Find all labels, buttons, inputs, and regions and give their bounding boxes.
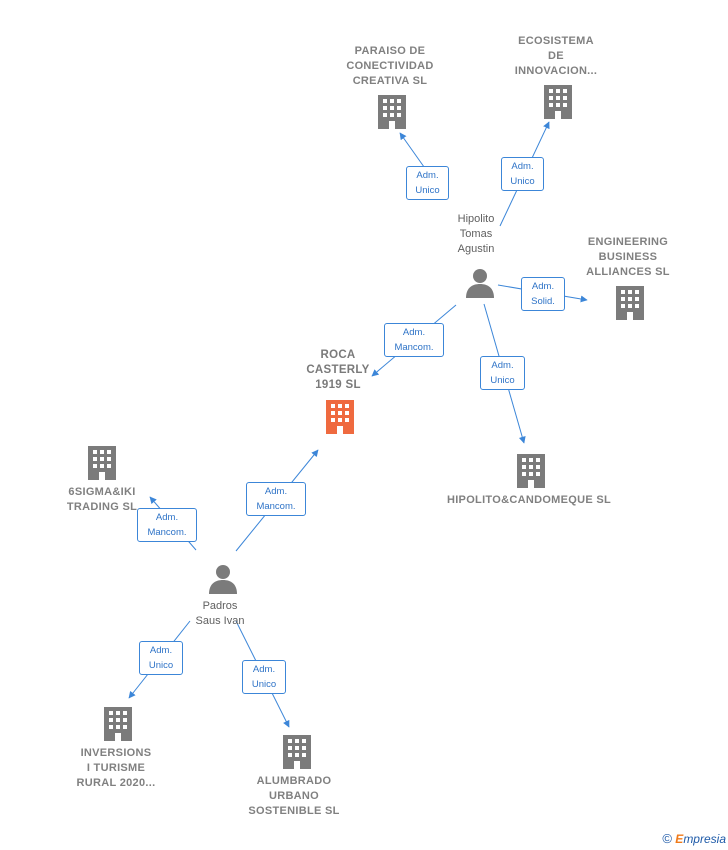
node-label-hipolito-candomeque: HIPOLITO&CANDOMEQUE SL	[446, 494, 612, 506]
building-icon	[544, 85, 572, 119]
edge-label-hip-ecosistema[interactable]: Adm. Unico	[501, 157, 544, 191]
building-icon	[378, 95, 406, 129]
person-label-padros: Padros Saus Ivan	[195, 600, 245, 627]
brand-name: mpresia	[683, 832, 726, 846]
empresia-watermark: © Empresia	[662, 831, 726, 846]
edge-label-hip-roca[interactable]: Adm. Mancom.	[384, 323, 444, 357]
node-label-engineering: ENGINEERING BUSINESS ALLIANCES SL	[586, 236, 670, 278]
person-icon	[209, 565, 237, 594]
node-label-inversions: INVERSIONS I TURISME RURAL 2020...	[76, 747, 156, 789]
building-icon	[88, 446, 116, 480]
building-icon	[104, 707, 132, 741]
node-label-ecosistema: ECOSISTEMA DE INNOVACION...	[514, 35, 598, 77]
building-icon	[283, 735, 311, 769]
building-icon	[616, 286, 644, 320]
brand-initial: E	[675, 832, 684, 846]
edge-label-pad-alumbrado[interactable]: Adm. Unico	[242, 660, 286, 694]
person-label-hipolito: Hipolito Tomas Agustin	[457, 213, 495, 255]
building-icon	[326, 400, 354, 434]
edge-label-pad-inversions[interactable]: Adm. Unico	[139, 641, 183, 675]
copyright-symbol: ©	[662, 831, 672, 846]
edge-label-pad-sigma[interactable]: Adm. Mancom.	[137, 508, 197, 542]
node-label-paraiso: PARAISO DE CONECTIVIDAD CREATIVA SL	[346, 45, 434, 87]
building-icon	[517, 454, 545, 488]
edge-label-pad-roca[interactable]: Adm. Mancom.	[246, 482, 306, 516]
node-label-roca: ROCA CASTERLY 1919 SL	[306, 349, 370, 391]
node-label-6sigma: 6SIGMA&IKI TRADING SL	[66, 486, 138, 513]
edge-label-hip-engineering[interactable]: Adm. Solid.	[521, 277, 565, 311]
person-icon	[466, 269, 494, 298]
node-label-alumbrado: ALUMBRADO URBANO SOSTENIBLE SL	[248, 775, 340, 817]
edge-label-hip-paraiso[interactable]: Adm. Unico	[406, 166, 449, 200]
edge-label-hip-hipcand[interactable]: Adm. Unico	[480, 356, 525, 390]
